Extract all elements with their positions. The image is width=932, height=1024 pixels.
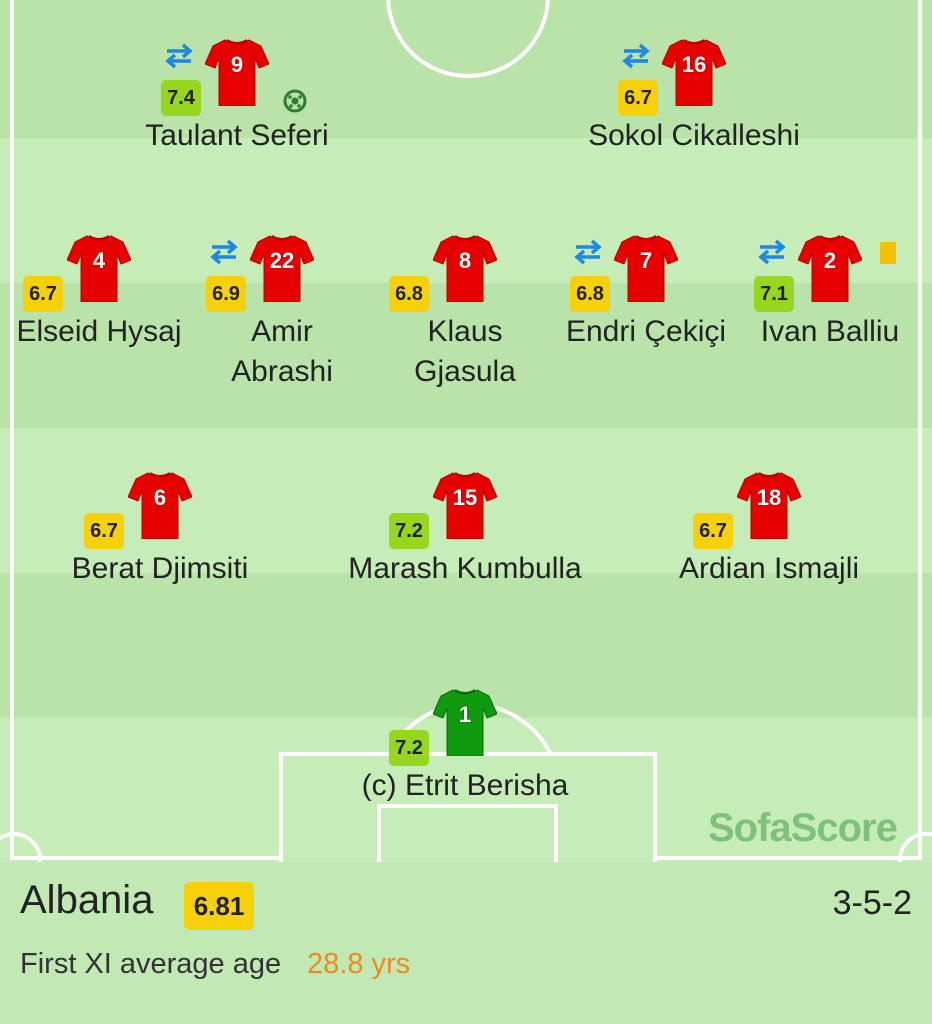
player-rating-badge: 7.4 <box>161 80 201 116</box>
player-rating-badge: 7.1 <box>754 276 794 312</box>
shirt-number: 1 <box>458 702 472 727</box>
shirt-number: 16 <box>681 52 707 77</box>
shirt-number: 15 <box>452 485 478 510</box>
player-name[interactable]: (c) Etrit Berisha <box>361 769 569 802</box>
player-name[interactable]: Ivan Balliu <box>760 315 900 348</box>
shirt-icon[interactable]: 18 <box>737 471 801 539</box>
player-rating-badge: 6.9 <box>206 276 246 312</box>
player-name[interactable]: Klaus Gjasula <box>414 315 516 388</box>
player-rating-badge: 6.8 <box>570 276 610 312</box>
touchline-left <box>10 0 14 858</box>
player-rating-badge: 6.7 <box>23 276 63 312</box>
formation-label: 3-5-2 <box>832 884 912 922</box>
goal-ball-icon <box>282 88 308 114</box>
shirt-icon[interactable]: 6 <box>128 471 192 539</box>
team-summary: Albania 6.81 3-5-2 First XI average age … <box>0 862 932 1024</box>
shirt-number: 18 <box>756 485 782 510</box>
player-name[interactable]: Taulant Seferi <box>145 119 329 152</box>
goal-area <box>377 804 558 862</box>
shirt-icon[interactable]: 9 <box>205 38 269 106</box>
player-name[interactable]: Marash Kumbulla <box>348 552 582 585</box>
touchline-right <box>918 0 922 858</box>
player-rating-badge: 7.2 <box>389 730 429 766</box>
player-1[interactable]: 1 7.2(c) Etrit Berisha <box>362 689 568 802</box>
shirt-icon[interactable]: 1 <box>433 688 497 756</box>
shirt-icon[interactable]: 4 <box>67 234 131 302</box>
shirt-number: 7 <box>639 248 653 273</box>
shirt-number: 9 <box>230 52 244 77</box>
center-circle <box>386 0 550 78</box>
substitution-icon <box>163 42 195 70</box>
shirt-icon[interactable]: 22 <box>250 234 314 302</box>
sofascore-logo: SofaScore <box>708 806 898 850</box>
player-rating-badge: 6.7 <box>84 513 124 549</box>
player-name[interactable]: Endri Çekiçi <box>565 315 727 348</box>
player-rating-badge: 7.2 <box>389 513 429 549</box>
corner-arc-right <box>898 832 932 862</box>
player-name[interactable]: Sokol Cikalleshi <box>588 119 800 152</box>
shirt-icon[interactable]: 16 <box>662 38 726 106</box>
substitution-icon <box>208 238 240 266</box>
average-age-value: 28.8 yrs <box>307 948 411 980</box>
shirt-number: 22 <box>269 248 295 273</box>
shirt-icon[interactable]: 15 <box>433 471 497 539</box>
yellow-card-icon <box>880 242 896 264</box>
team-rating-badge: 6.81 <box>184 882 254 930</box>
average-age-label: First XI average age <box>20 948 282 980</box>
substitution-icon <box>756 238 788 266</box>
player-rating-badge: 6.7 <box>693 513 733 549</box>
shirt-icon[interactable]: 7 <box>614 234 678 302</box>
player-name[interactable]: Amir Abrashi <box>231 315 333 388</box>
shirt-number: 8 <box>458 248 472 273</box>
shirt-icon[interactable]: 8 <box>433 234 497 302</box>
shirt-number: 6 <box>153 485 167 510</box>
team-name: Albania <box>20 878 154 922</box>
substitution-icon <box>620 42 652 70</box>
shirt-number: 2 <box>823 248 837 273</box>
shirt-number: 4 <box>92 248 106 273</box>
player-name[interactable]: Berat Djimsiti <box>71 552 249 585</box>
player-name[interactable]: Ardian Ismajli <box>678 552 860 585</box>
player-rating-badge: 6.7 <box>618 80 658 116</box>
substitution-icon <box>572 238 604 266</box>
player-name[interactable]: Elseid Hysaj <box>16 315 182 348</box>
shirt-icon[interactable]: 2 <box>798 234 862 302</box>
corner-arc-left <box>0 832 42 862</box>
player-rating-badge: 6.8 <box>389 276 429 312</box>
